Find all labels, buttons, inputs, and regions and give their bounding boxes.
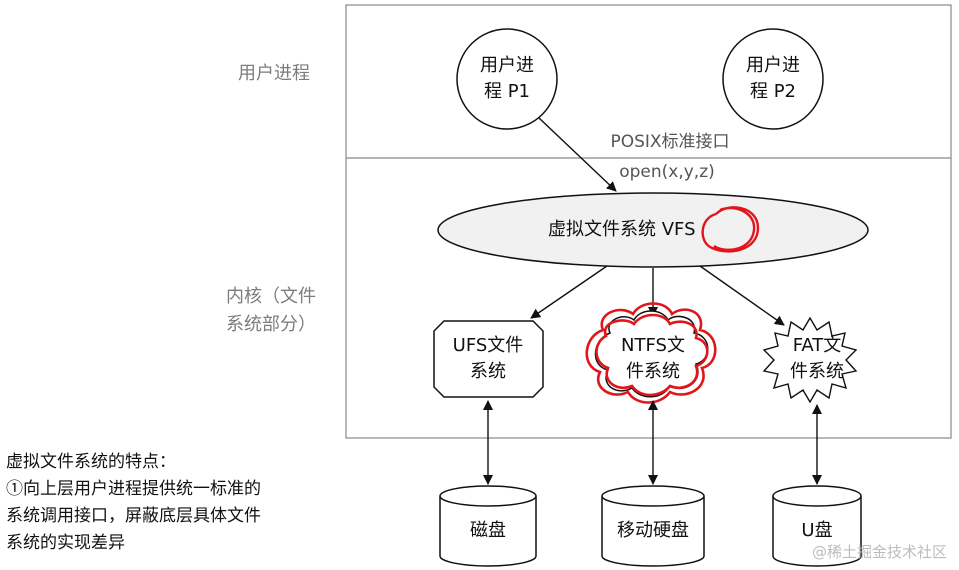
fat-line2: 件系统	[790, 361, 844, 382]
open-call-label: open(x,y,z)	[619, 162, 715, 182]
ufs-shape	[433, 320, 544, 398]
ufs-line2: 系统	[470, 361, 506, 382]
note-line-2: 系统调用接口，屏蔽底层具体文件	[6, 506, 261, 526]
arrow-vfs-to-ufs	[530, 265, 608, 319]
ntfs-line2: 件系统	[626, 361, 680, 382]
ntfs-line1: NTFS文	[621, 335, 685, 356]
ufs-line1: UFS文件	[452, 335, 524, 356]
note-line-1: ①向上层用户进程提供统一标准的	[6, 479, 261, 499]
ntfs-cloud-shape	[594, 310, 709, 398]
process-p1-line2: 程 P1	[483, 81, 531, 102]
posix-interface-label: POSIX标准接口	[610, 132, 730, 152]
fat-label: FAT文 件系统	[767, 333, 867, 385]
ntfs-label: NTFS文 件系统	[603, 333, 703, 385]
vfs-label-abbr: VFS	[661, 219, 696, 240]
ufs-label: UFS文件 系统	[438, 333, 538, 385]
note-line-3: 系统的实现差异	[6, 533, 125, 553]
kernel-label-line2: 系统部分）	[226, 314, 316, 335]
ntfs-red-annotation	[585, 302, 717, 404]
arrow-vfs-to-fat	[699, 265, 785, 326]
process-p1-circle	[456, 28, 558, 130]
arrow-p1-to-vfs	[538, 117, 617, 192]
vfs-label: 虚拟文件系统 VFS	[548, 217, 758, 243]
vfs-red-annotation	[701, 206, 760, 253]
process-p2-line1: 用户进	[746, 55, 800, 76]
process-p2-line2: 程 P2	[749, 81, 797, 102]
vfs-label-prefix: 虚拟文件系统	[548, 219, 662, 240]
kernel-label-line1: 内核（文件	[226, 286, 316, 307]
watermark: @稀土掘金技术社区	[811, 543, 947, 561]
disk-label: 磁盘	[470, 520, 506, 541]
vfs-ellipse	[437, 192, 869, 268]
removable-drive-cylinder	[601, 485, 705, 567]
process-p2-circle	[722, 28, 824, 130]
fat-burst-shape	[762, 316, 858, 404]
usb-drive-label: U盘	[801, 520, 833, 541]
process-p2-label: 用户进 程 P2	[733, 53, 813, 105]
vfs-features-note: 虚拟文件系统的特点： ①向上层用户进程提供统一标准的 系统调用接口，屏蔽底层具体…	[6, 449, 386, 557]
kernel-layer-label: 内核（文件 系统部分）	[226, 283, 316, 339]
disk-cylinder	[439, 485, 537, 567]
note-title: 虚拟文件系统的特点：	[6, 452, 176, 472]
process-p1-label: 用户进 程 P1	[467, 53, 547, 105]
user-process-layer-label: 用户进程	[238, 63, 310, 84]
usb-drive-cylinder	[772, 485, 862, 567]
process-p1-line1: 用户进	[480, 55, 534, 76]
removable-drive-label: 移动硬盘	[617, 520, 689, 541]
fat-line1: FAT文	[792, 335, 842, 356]
